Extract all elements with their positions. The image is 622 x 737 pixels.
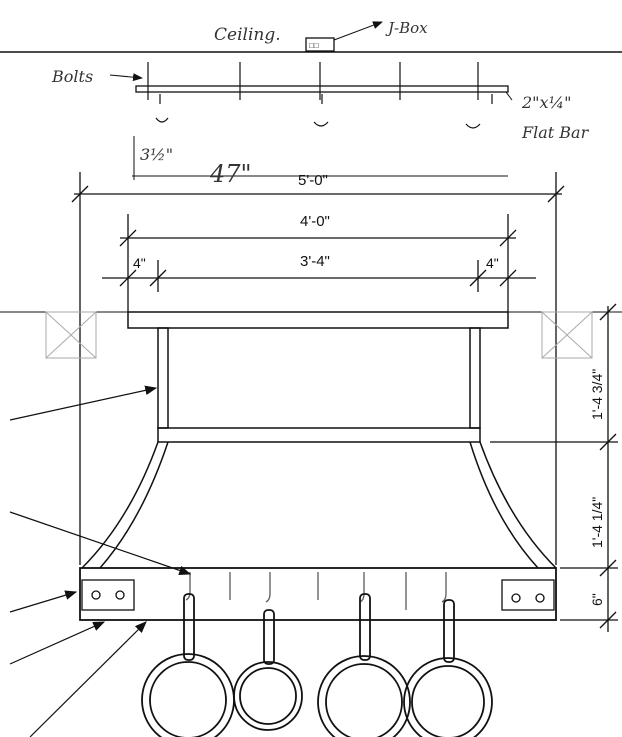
inner-width-dimension [102, 260, 536, 292]
bolts-leader [109, 73, 143, 82]
hooks [185, 572, 447, 610]
bar-leader [505, 91, 513, 101]
jbox-leader [333, 21, 383, 41]
middle-height-label: 1'-4 1/4" [589, 497, 605, 548]
bolts [147, 62, 493, 129]
frame-width-dimension [119, 214, 517, 312]
overall-width-label: 5'-0" [298, 172, 328, 189]
overall-handwritten: 47" [209, 160, 252, 188]
frame-width-label: 4'-0" [300, 213, 330, 230]
flat-bar [135, 85, 509, 93]
right-block [541, 311, 593, 359]
height-dimensions [490, 303, 618, 632]
jbox [305, 37, 335, 52]
jbox-label: J-Box [385, 19, 428, 37]
bolts-label: Bolts [51, 67, 93, 86]
inner-width-label: 3'-4" [300, 253, 330, 270]
pans [141, 593, 493, 737]
left-offset-label: 4" [133, 255, 146, 271]
bar-size-label: 2"x¼" [521, 93, 571, 112]
left-block [45, 311, 97, 359]
right-offset-label: 4" [486, 255, 499, 271]
upper-height-label: 1'-4 3/4" [589, 369, 605, 420]
bar-type-label: Flat Bar [521, 123, 590, 142]
bracket-plates [81, 579, 555, 611]
overall-width-dimension [71, 172, 565, 565]
ceiling-label: Ceiling. [214, 25, 281, 45]
spacing-label: 3½" [140, 145, 173, 164]
bottom-height-label: 6" [589, 593, 605, 606]
leader-arrows [9, 385, 192, 737]
svg-text:□□: □□ [309, 41, 319, 50]
rack-frame [79, 311, 557, 621]
